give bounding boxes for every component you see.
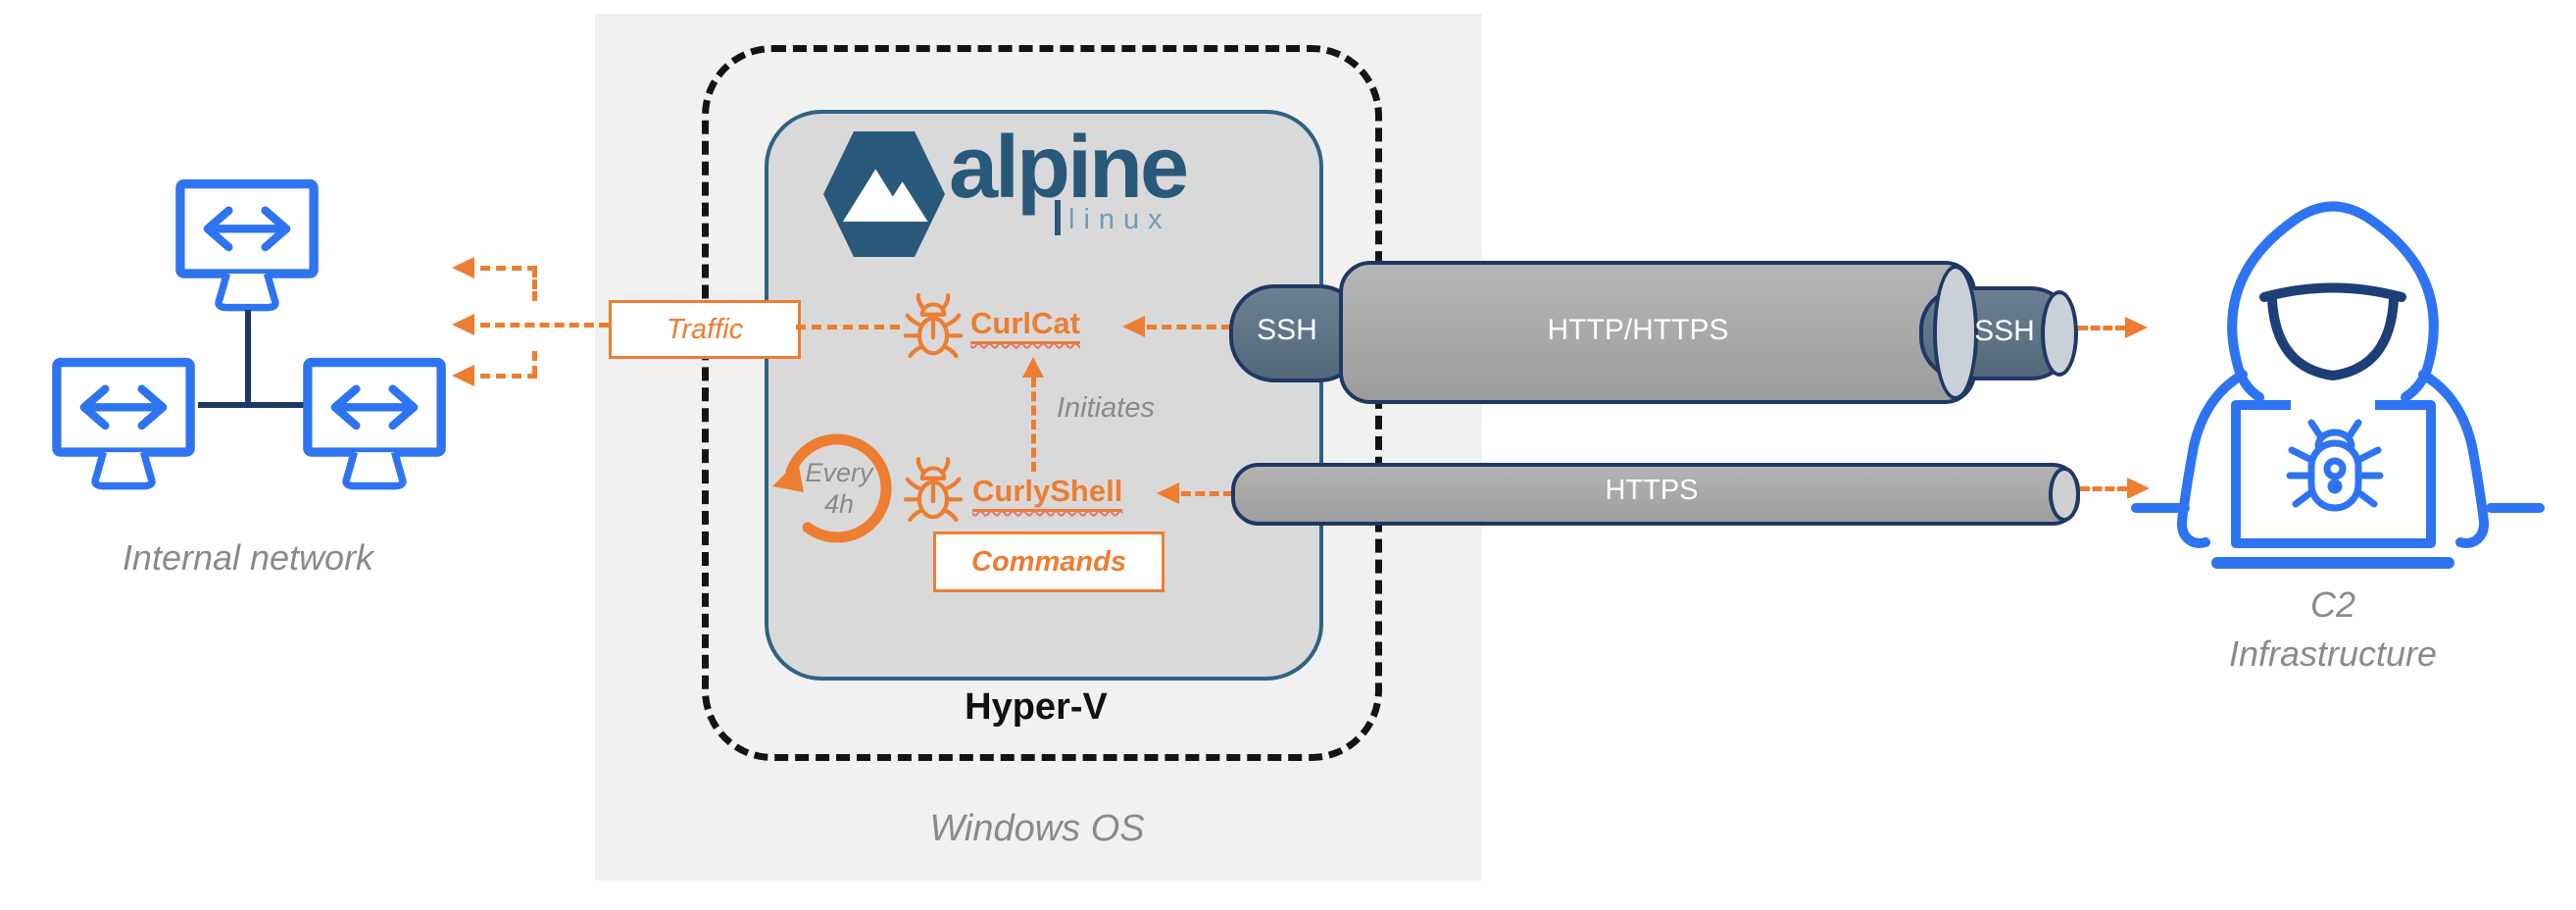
ssh-tunnel-left-label: SSH — [1257, 314, 1317, 346]
every-4h-label: Every 4h — [805, 458, 873, 519]
commands-tag: Commands — [933, 531, 1164, 592]
traffic-dashed-line — [480, 374, 537, 379]
network-wire — [245, 310, 251, 406]
traffic-dashed-line — [480, 266, 537, 271]
https-tunnel-label: HTTPS — [1605, 475, 1699, 506]
arrow-right-icon — [2127, 478, 2150, 499]
http-https-tunnel-opening — [1933, 265, 1978, 400]
c2-label-line2: Infrastructure — [2228, 633, 2438, 674]
http-https-tunnel — [1339, 261, 1976, 404]
arrow-left-icon — [1122, 316, 1145, 337]
ssh-tunnel-right-label: SSH — [1974, 315, 2035, 347]
commands-label: Commands — [971, 545, 1126, 578]
hooded-hacker-icon — [2131, 201, 2545, 569]
alpine-logo-hexagon-icon — [823, 131, 945, 257]
hyperv-label: Hyper-V — [965, 686, 1108, 728]
traffic-tag: Traffic — [609, 300, 801, 359]
alpine-wordmark: alpine — [949, 119, 1189, 217]
monitor-icon — [52, 357, 195, 490]
monitor-icon — [175, 178, 319, 312]
traffic-dashed-line — [796, 325, 900, 329]
arrow-up-icon — [1022, 357, 1044, 378]
tunnel-to-c2-dashed-line — [2080, 486, 2127, 491]
windows-os-label: Windows OS — [929, 808, 1145, 849]
circular-arrow-icon — [772, 433, 892, 543]
alpine-divider — [1055, 200, 1061, 235]
ssh-to-curlcat-dashed-line — [1147, 325, 1231, 329]
tunnel-to-c2-dashed-line — [2078, 326, 2125, 330]
arrow-left-icon — [1157, 482, 1179, 504]
internal-network-label: Internal network — [122, 537, 374, 578]
c2-label-line1: C2 — [2309, 584, 2356, 625]
bug-icon — [904, 457, 963, 522]
curlcat-label: CurlCat — [970, 306, 1080, 344]
traffic-dashed-line — [532, 351, 537, 376]
network-wire — [198, 402, 304, 408]
arrow-left-icon — [452, 314, 474, 335]
alpine-linux-sublabel: linux — [1068, 204, 1171, 235]
ssh-tunnel-right-opening — [2041, 290, 2078, 377]
traffic-label: Traffic — [666, 313, 744, 345]
https-tunnel — [1231, 463, 2080, 526]
arrow-left-icon — [452, 365, 474, 386]
traffic-dashed-line — [480, 323, 609, 328]
http-https-tunnel-label: HTTP/HTTPS — [1547, 314, 1729, 346]
initiates-dashed-line — [1031, 378, 1036, 472]
https-to-curlyshell-dashed-line — [1181, 491, 1233, 496]
bug-icon — [2286, 419, 2384, 512]
initiates-label: Initiates — [1057, 392, 1155, 424]
traffic-dashed-line — [532, 268, 537, 301]
https-tunnel-opening — [2049, 467, 2080, 522]
bug-icon — [904, 293, 963, 358]
monitor-icon — [303, 357, 446, 490]
curlyshell-label: CurlyShell — [972, 474, 1123, 512]
arrow-right-icon — [2125, 317, 2148, 338]
arrow-left-icon — [452, 257, 474, 278]
